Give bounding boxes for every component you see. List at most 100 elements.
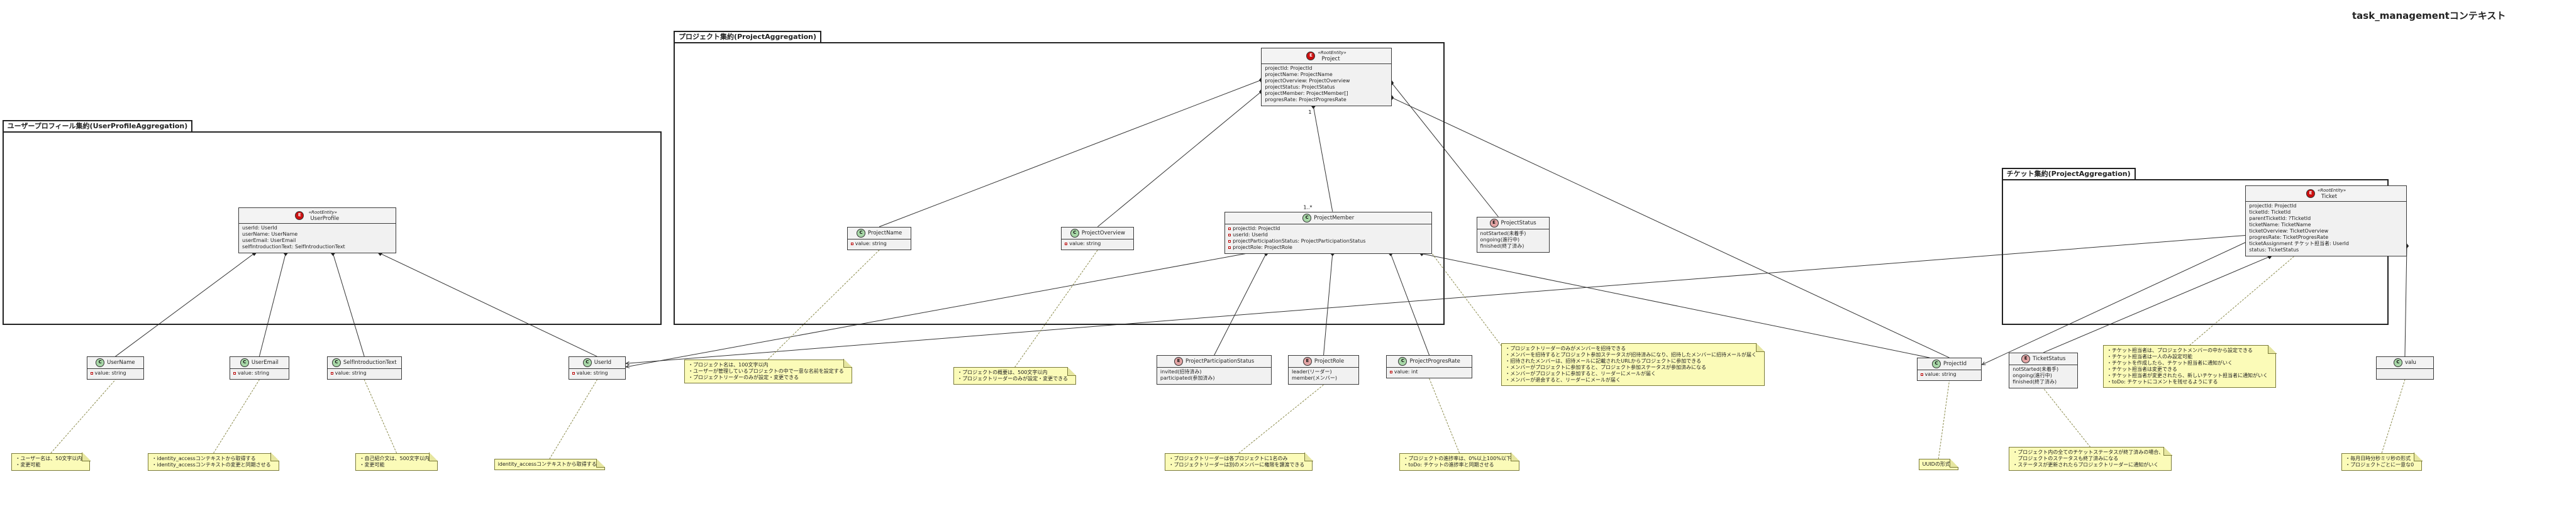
note-line: ・identity_accessコンテキストから取得する: [152, 455, 256, 461]
attribute-row: notStarted(未着手): [1480, 231, 1546, 237]
attribute-text: invited(招待済み): [1160, 369, 1202, 375]
note-line: ・プロジェクト名は、100文字以内: [688, 361, 769, 368]
enum-e-icon: E: [1174, 357, 1183, 366]
enum-e-icon: E: [2021, 354, 2031, 363]
class-title-row: E«RootEntity»UserProfile: [295, 209, 339, 222]
class-name: ProjectId: [1943, 361, 1967, 368]
note-connector-line: [364, 379, 397, 454]
note-line: ・toDo: チケットにコメントを残せるようにする: [2107, 379, 2218, 385]
attribute-text: ongoing(進行中): [2012, 372, 2052, 378]
attribute-text: value: string: [1069, 240, 1101, 246]
note-connector-line: [2043, 388, 2091, 448]
attribute-row: projectName: ProjectName: [1265, 72, 1388, 78]
package-user-profile-label: ユーザープロフィール集約(UserProfileAggregation): [2, 119, 193, 131]
note-line: ・ユーザーが管理しているプロジェクトの中で一意な名前を設定する: [688, 368, 844, 374]
class-c-icon: C: [2393, 358, 2402, 368]
attribute-text: finished(終了済み): [1480, 243, 1524, 249]
attribute-text: userId: UserId: [1233, 231, 1268, 238]
class-name: UserName: [107, 360, 135, 366]
class-title-row: E«RootEntity»Ticket: [2306, 187, 2346, 200]
class-c-icon: C: [1302, 213, 1312, 223]
arrowhead-icon: [1981, 361, 1986, 365]
attribute-text: ongoing(進行中): [1480, 236, 1520, 243]
class-attributes: value: string: [328, 369, 401, 379]
note-self-introduction: ・自己紹介文は、500文字以内・変更可能: [355, 453, 438, 471]
note-line: ・プロジェクト内の全てのチケットステータスが終了済みの場合、: [2012, 449, 2164, 456]
class-name: ProjectMember: [1314, 214, 1355, 221]
note-line: ・プロジェクトリーダーのみが設定・変更できる: [688, 374, 799, 380]
note-line: ・変更可能: [15, 461, 41, 468]
note-connector-line: [1238, 384, 1324, 454]
association-line: [1421, 253, 1930, 358]
attribute-text: projectId: ProjectId: [1265, 65, 1313, 72]
note-line: ・プロジェクトリーダーのみがメンバーを招待できる: [1505, 346, 1626, 352]
enum-e-icon: E: [1302, 357, 1312, 366]
note-line: ・メンバーを招待するとプロジェクト参加ステータスが招待済みになり、招待したメンバ…: [1505, 352, 1757, 358]
attribute-row: finished(終了済み): [1480, 243, 1546, 250]
attribute-text: value: string: [576, 370, 608, 376]
note-project-id: UUIDの形式: [1918, 458, 1959, 471]
package-project-label: プロジェクト集約(ProjectAggregation): [674, 30, 822, 42]
attribute-text: status: TicketStatus: [2249, 247, 2299, 253]
attribute-row: value: int: [1389, 369, 1469, 375]
class-attributes: invited(招待済み)participated(参加済み): [1157, 368, 1271, 384]
attribute-row: userId: UserId: [242, 225, 392, 231]
attribute-row: projectId: ProjectId: [2249, 203, 2403, 209]
attribute-text: projectOverview: ProjectOverview: [1265, 78, 1350, 84]
note-line: ・ユーザー名は、50文字以内: [15, 455, 82, 461]
attribute-row: value: string: [850, 241, 908, 247]
class-name: ProjectParticipationStatus: [1185, 358, 1255, 365]
attribute-text: progresRate: ProjectProgresRate: [1265, 97, 1346, 103]
class-name: UserEmail: [251, 360, 279, 366]
attribute-row: finished(終了済み): [2012, 379, 2074, 385]
stereotype-label: «RootEntity»: [2317, 188, 2346, 194]
attribute-row: projectId: ProjectId: [1228, 226, 1428, 232]
attribute-text: value: string: [94, 370, 126, 376]
class-name: Ticket: [2321, 194, 2338, 201]
attribute-row: progresRate: TicketProgresRate: [2249, 234, 2403, 241]
note-connector-line: [1938, 381, 1950, 459]
association-line: [2404, 246, 2407, 357]
class-name: SelfIntroductionText: [343, 360, 397, 366]
class-c-icon: C: [1070, 228, 1079, 238]
attribute-row: invited(招待済み): [1160, 369, 1268, 375]
note-ticket: ・チケット担当者は、プロジェクトメンバーの中から設定できる・チケット担当者は一人…: [2103, 344, 2277, 388]
attribute-text: notStarted(未着手): [1480, 230, 1526, 236]
class-attributes: leader(リーダー)member(メンバー): [1289, 368, 1358, 384]
class-c-icon: C: [96, 358, 105, 368]
attribute-text: notStarted(未着手): [2012, 366, 2059, 372]
class-name: UserId: [594, 360, 612, 366]
note-connector-line: [213, 379, 260, 454]
attribute-row: selfIntroductionText: SelfIntroductionTe…: [242, 244, 392, 250]
class-attributes: value: string: [1918, 370, 1982, 380]
note-ticket-status: ・プロジェクト内の全てのチケットステータスが終了済みの場合、 プロジェクトのステ…: [2009, 446, 2172, 471]
attribute-row: member(メンバー): [1292, 375, 1355, 382]
attribute-text: ticketId: TicketId: [2249, 209, 2291, 216]
enum-e-icon: E: [1306, 52, 1316, 61]
attribute-text: progresRate: TicketProgresRate: [2249, 234, 2329, 241]
